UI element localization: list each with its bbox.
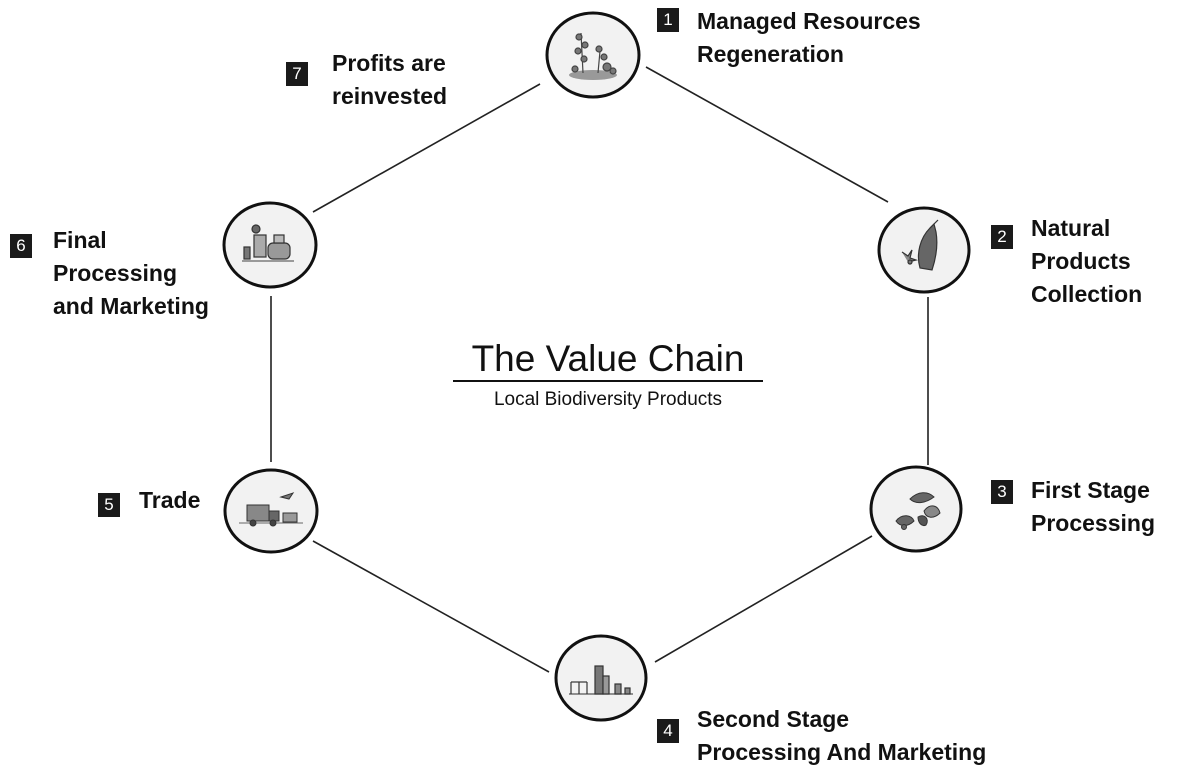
stage-4-line-1: Second Stage — [697, 706, 850, 732]
stage-6-line-3: and Marketing — [53, 293, 209, 319]
stage-3-circle — [869, 465, 963, 553]
stage-1-text: Managed Resources Regeneration — [697, 5, 921, 71]
cycle-connectors — [270, 66, 929, 673]
stage-3-line-1: First Stage — [1031, 477, 1150, 503]
diagram-subtitle: Local Biodiversity Products — [493, 389, 723, 410]
connector-6-7 — [312, 83, 541, 213]
harvest-bag-icon — [901, 219, 939, 271]
stage-6-node — [222, 201, 318, 289]
connector-3-4 — [654, 535, 873, 663]
stage-6-label: 6 Final Processing and Marketing — [10, 224, 209, 323]
stage-7-line-1: Profits are — [332, 50, 446, 76]
stage-2-number: 2 — [991, 225, 1013, 249]
stage-1-node — [545, 11, 641, 99]
stage-3-label: 3 First Stage Processing — [991, 474, 1155, 540]
stage-2-label: 2 Natural Products Collection — [991, 212, 1142, 311]
stage-4-label: 4 Second Stage Processing And Marketing — [657, 703, 986, 769]
stage-3-node — [869, 465, 963, 553]
stage-2-text: Natural Products Collection — [1031, 212, 1142, 311]
plants-icon — [569, 32, 617, 80]
leaves-icon — [895, 492, 941, 530]
stage-5-node — [223, 468, 319, 554]
stage-5-line-1: Trade — [139, 487, 201, 513]
stage-6-line-2: Processing — [53, 260, 177, 286]
stage-2-line-1: Natural — [1031, 215, 1111, 241]
diagram-title-block: The Value Chain Local Biodiversity Produ… — [453, 338, 763, 414]
stage-4-number: 4 — [657, 719, 679, 743]
stage-5-label: 5 Trade — [98, 484, 200, 517]
stage-6-text: Final Processing and Marketing — [53, 224, 209, 323]
stage-5-text: Trade — [139, 484, 200, 517]
stage-1-label: 1 Managed Resources Regeneration — [657, 5, 921, 71]
factory-icon — [569, 665, 633, 695]
stage-7-number: 7 — [286, 62, 308, 86]
stage-7-line-2: reinvested — [332, 83, 448, 109]
stage-3-number: 3 — [991, 480, 1013, 504]
truck-icon — [239, 492, 303, 527]
diagram-title: The Value Chain — [453, 338, 763, 382]
stage-1-line-1: Managed Resources — [697, 8, 921, 34]
stage-1-line-2: Regeneration — [697, 41, 844, 67]
stage-2-node — [877, 206, 971, 294]
connector-1-2 — [645, 66, 889, 203]
stage-6-number: 6 — [10, 234, 32, 258]
stage-5-number: 5 — [98, 493, 120, 517]
stage-1-number: 1 — [657, 8, 679, 32]
stage-6-line-1: Final — [53, 227, 107, 253]
stage-7-text: Profits are reinvested — [332, 47, 447, 113]
stage-4-node — [554, 634, 648, 722]
connector-4-5 — [312, 540, 550, 673]
stage-7-label: 7 Profits are reinvested — [286, 47, 447, 113]
stage-2-line-3: Collection — [1031, 281, 1143, 307]
stage-2-line-2: Products — [1031, 248, 1131, 274]
stage-4-text: Second Stage Processing And Marketing — [697, 703, 986, 769]
products-icon — [242, 224, 294, 262]
stage-3-text: First Stage Processing — [1031, 474, 1155, 540]
stage-1-circle — [545, 11, 641, 99]
stage-3-line-2: Processing — [1031, 510, 1155, 536]
stage-4-line-2: Processing And Marketing — [697, 739, 987, 765]
